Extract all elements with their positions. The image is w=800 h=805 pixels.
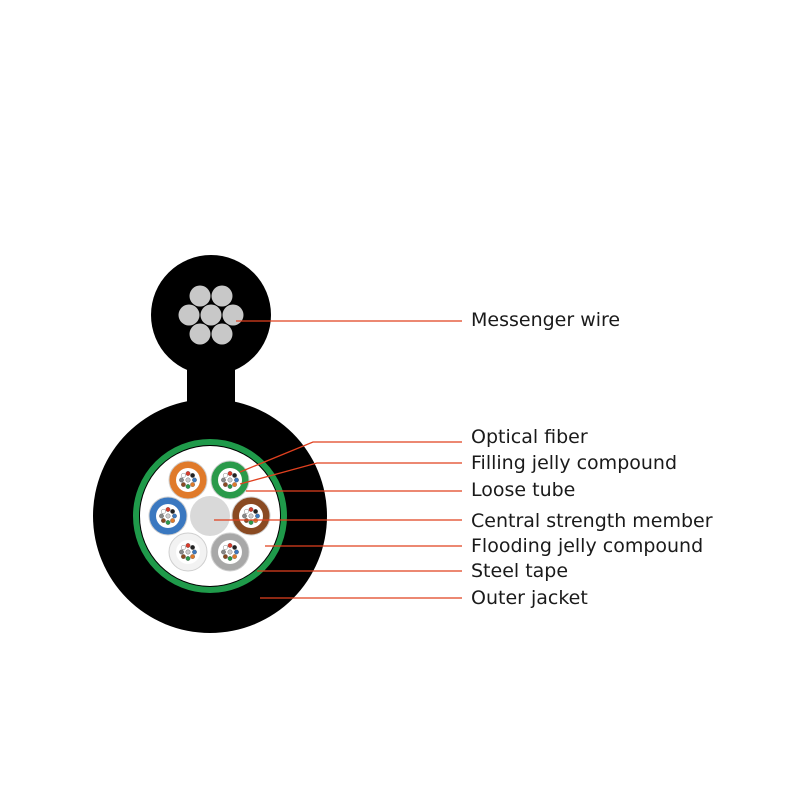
leader-line-3 bbox=[239, 462, 462, 485]
optical-fiber bbox=[185, 471, 191, 476]
optical-fiber bbox=[232, 554, 238, 559]
label-central-strength-member: Central strength member bbox=[471, 510, 713, 532]
optical-fiber bbox=[180, 482, 186, 487]
optical-fiber bbox=[227, 556, 233, 561]
optical-fiber bbox=[234, 549, 239, 555]
optical-fiber bbox=[185, 484, 191, 489]
messenger-wire-strands bbox=[178, 285, 244, 345]
label-outer-jacket: Outer jacket bbox=[471, 587, 588, 609]
label-flooding-jelly-compound: Flooding jelly compound bbox=[471, 535, 704, 557]
label-messenger-wire: Messenger wire bbox=[471, 309, 621, 331]
loose-tube-brown bbox=[231, 496, 271, 536]
optical-fiber bbox=[248, 520, 254, 525]
optical-fiber bbox=[165, 513, 171, 519]
optical-fiber bbox=[165, 520, 171, 525]
optical-fiber bbox=[180, 545, 186, 550]
optical-fiber bbox=[227, 543, 233, 548]
optical-fiber bbox=[179, 549, 184, 555]
optical-fiber bbox=[190, 545, 196, 550]
optical-fiber bbox=[222, 545, 228, 550]
optical-fiber bbox=[185, 556, 191, 561]
optical-fiber bbox=[234, 477, 239, 483]
loose-tube-gray bbox=[210, 532, 250, 572]
optical-fiber bbox=[222, 554, 228, 559]
messenger-strand-5 bbox=[211, 285, 233, 307]
optical-fiber bbox=[227, 471, 233, 476]
optical-fiber bbox=[227, 477, 233, 483]
label-steel-tape: Steel tape bbox=[471, 560, 569, 582]
optical-fiber bbox=[248, 507, 254, 512]
optical-fiber bbox=[222, 472, 228, 478]
optical-fiber bbox=[232, 472, 238, 478]
optical-fiber bbox=[232, 482, 238, 487]
loose-tubes bbox=[148, 460, 271, 572]
loose-tube-green bbox=[210, 460, 250, 500]
optical-fiber bbox=[159, 513, 164, 519]
optical-fiber bbox=[242, 513, 247, 519]
leader-line-2 bbox=[239, 441, 462, 473]
optical-fiber bbox=[185, 549, 191, 555]
messenger-section bbox=[151, 255, 271, 420]
main-cable bbox=[93, 399, 327, 633]
optical-fiber bbox=[190, 482, 196, 487]
leader-lines bbox=[214, 320, 462, 599]
optical-fiber bbox=[170, 518, 176, 523]
steel-tape-ring bbox=[133, 439, 287, 593]
optical-fiber bbox=[192, 549, 197, 555]
optical-fiber bbox=[190, 472, 196, 478]
label-filling-jelly-compound: Filling jelly compound bbox=[471, 452, 678, 474]
optical-fiber bbox=[243, 508, 249, 514]
messenger-strand-7 bbox=[211, 323, 233, 345]
loose-tube-blue bbox=[148, 496, 188, 536]
optical-fiber bbox=[170, 508, 176, 514]
optical-fiber bbox=[248, 513, 254, 519]
messenger-strand-4 bbox=[189, 285, 211, 307]
optical-fiber bbox=[192, 477, 197, 483]
optical-fiber bbox=[190, 554, 196, 559]
optical-fiber bbox=[227, 549, 233, 555]
optical-fiber bbox=[185, 477, 191, 483]
label-loose-tube: Loose tube bbox=[471, 479, 576, 501]
optical-fiber bbox=[172, 513, 177, 519]
messenger-strand-2 bbox=[178, 304, 200, 326]
optical-fiber bbox=[180, 554, 186, 559]
optical-fiber bbox=[221, 549, 226, 555]
optical-fiber bbox=[221, 477, 226, 483]
central-strength-member bbox=[190, 496, 230, 536]
optical-fiber bbox=[222, 482, 228, 487]
messenger-strand-3 bbox=[222, 304, 244, 326]
optical-fiber bbox=[180, 472, 186, 478]
optical-fiber bbox=[160, 508, 166, 514]
messenger-strand-1 bbox=[200, 304, 222, 326]
optical-fiber bbox=[227, 484, 233, 489]
optical-fiber bbox=[165, 507, 171, 512]
optical-fiber bbox=[232, 545, 238, 550]
loose-tube-orange bbox=[168, 460, 208, 500]
optical-fiber bbox=[179, 477, 184, 483]
optical-fiber bbox=[160, 518, 166, 523]
optical-fiber bbox=[255, 513, 260, 519]
optical-fiber bbox=[253, 508, 259, 514]
optical-fiber bbox=[185, 543, 191, 548]
label-optical-fiber: Optical fiber bbox=[471, 426, 588, 448]
messenger-strand-6 bbox=[189, 323, 211, 345]
loose-tube-white bbox=[168, 532, 208, 572]
